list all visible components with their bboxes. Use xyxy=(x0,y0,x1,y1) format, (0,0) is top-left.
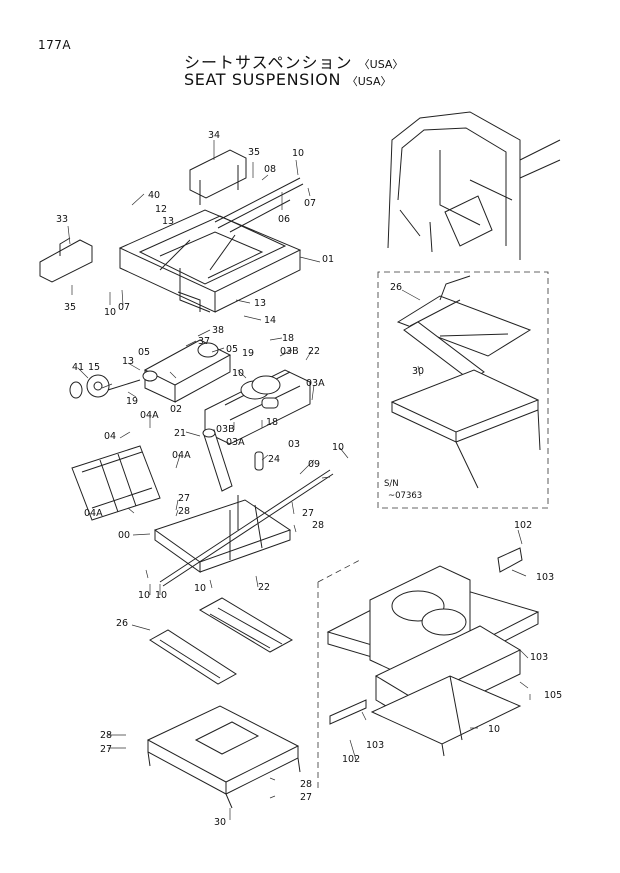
part-label: 22 xyxy=(258,582,270,593)
lower-right-assembly-drawing xyxy=(317,547,540,790)
part-label: 08 xyxy=(264,164,276,175)
part-label: 26 xyxy=(116,618,128,629)
part-label: 10 xyxy=(292,148,304,159)
part-label: 13 xyxy=(254,298,266,309)
part-label: 00 xyxy=(118,530,130,541)
part-label: 30 xyxy=(412,366,424,377)
part-label: 28 xyxy=(300,779,312,790)
region-tag-jp: 〈USA〉 xyxy=(358,58,404,71)
part-label: 102 xyxy=(342,754,360,765)
part-label: 28 xyxy=(100,730,112,741)
part-label: 05 xyxy=(226,344,238,355)
part-label: 10 xyxy=(232,368,244,379)
part-label: 34 xyxy=(208,130,220,141)
part-label: 09 xyxy=(308,459,320,470)
part-label: 18 xyxy=(282,333,294,344)
frame-04-drawing xyxy=(71,445,161,521)
part-label: 02 xyxy=(170,404,182,415)
part-label: 24 xyxy=(268,454,280,465)
part-label: 10 xyxy=(104,307,116,318)
part-label: 12 xyxy=(155,204,167,215)
part-label: 19 xyxy=(242,348,254,359)
region-tag-en: 〈USA〉 xyxy=(346,75,392,88)
title-japanese-text: シートサスペンション xyxy=(184,53,353,72)
part-label: 04A xyxy=(84,508,103,519)
part-label: 27 xyxy=(100,744,112,755)
part-label: 15 xyxy=(88,362,100,373)
part-label: 28 xyxy=(312,520,324,531)
part-label: 102 xyxy=(514,520,532,531)
part-label: 04A xyxy=(140,410,159,421)
part-label: 103 xyxy=(530,652,548,663)
part-label: 19 xyxy=(126,396,138,407)
part-label: 04A xyxy=(172,450,191,461)
part-label: 103 xyxy=(536,572,554,583)
part-label: 18 xyxy=(266,417,278,428)
part-label: 13 xyxy=(162,216,174,227)
serial-note-label: S/N xyxy=(384,479,399,489)
suspension-linkage-drawing xyxy=(69,339,311,492)
part-label: 35 xyxy=(64,302,76,313)
part-label: 06 xyxy=(278,214,290,225)
part-label: 30 xyxy=(214,817,226,828)
part-label: 07 xyxy=(304,198,316,209)
part-label: 33 xyxy=(56,214,68,225)
part-label: 22 xyxy=(308,346,320,357)
part-label: 21 xyxy=(174,428,186,439)
part-label: 10 xyxy=(488,724,500,735)
part-label: 10 xyxy=(155,590,167,601)
part-label: 04 xyxy=(104,431,116,442)
title-japanese: シートサスペンション 〈USA〉 xyxy=(184,49,403,73)
part-label: 105 xyxy=(544,690,562,701)
slide-rail-left-drawing xyxy=(149,597,294,685)
part-label: 03B xyxy=(280,346,299,357)
part-label: 14 xyxy=(264,315,276,326)
part-label: 03A xyxy=(306,378,325,389)
base-00-drawing xyxy=(153,469,334,587)
part-label: 27 xyxy=(302,508,314,519)
page-number: 177A xyxy=(38,38,72,52)
part-label: 05 xyxy=(138,347,150,358)
part-label: 40 xyxy=(148,190,160,201)
part-label: 27 xyxy=(300,792,312,803)
leader-lines xyxy=(67,140,531,820)
part-number-labels: 34 35 10 08 07 06 40 12 13 33 01 35 10 0… xyxy=(56,130,562,828)
detail-inset xyxy=(377,271,549,509)
part-label: 35 xyxy=(248,147,260,158)
part-label: 26 xyxy=(390,282,402,293)
part-label: 10 xyxy=(138,590,150,601)
serial-note-range: ~07363 xyxy=(388,491,422,501)
title-english-text: SEAT SUSPENSION xyxy=(184,70,342,89)
cab-illustration xyxy=(387,111,561,260)
title-english: SEAT SUSPENSION 〈USA〉 xyxy=(184,70,391,89)
part-label: 07 xyxy=(118,302,130,313)
upper-frame-drawing xyxy=(39,149,304,313)
part-label: 03A xyxy=(226,437,245,448)
part-label: 37 xyxy=(198,336,210,347)
part-label: 03B xyxy=(216,424,235,435)
plate-30-drawing xyxy=(146,705,301,809)
part-label: 13 xyxy=(122,356,134,367)
part-label: 10 xyxy=(332,442,344,453)
part-label: 41 xyxy=(72,362,84,373)
part-label: 03 xyxy=(288,439,300,450)
part-label: 103 xyxy=(366,740,384,751)
part-label: 28 xyxy=(178,506,190,517)
part-label: 27 xyxy=(178,493,190,504)
part-label: 38 xyxy=(212,325,224,336)
part-label: 10 xyxy=(194,583,206,594)
part-label: 01 xyxy=(322,254,334,265)
